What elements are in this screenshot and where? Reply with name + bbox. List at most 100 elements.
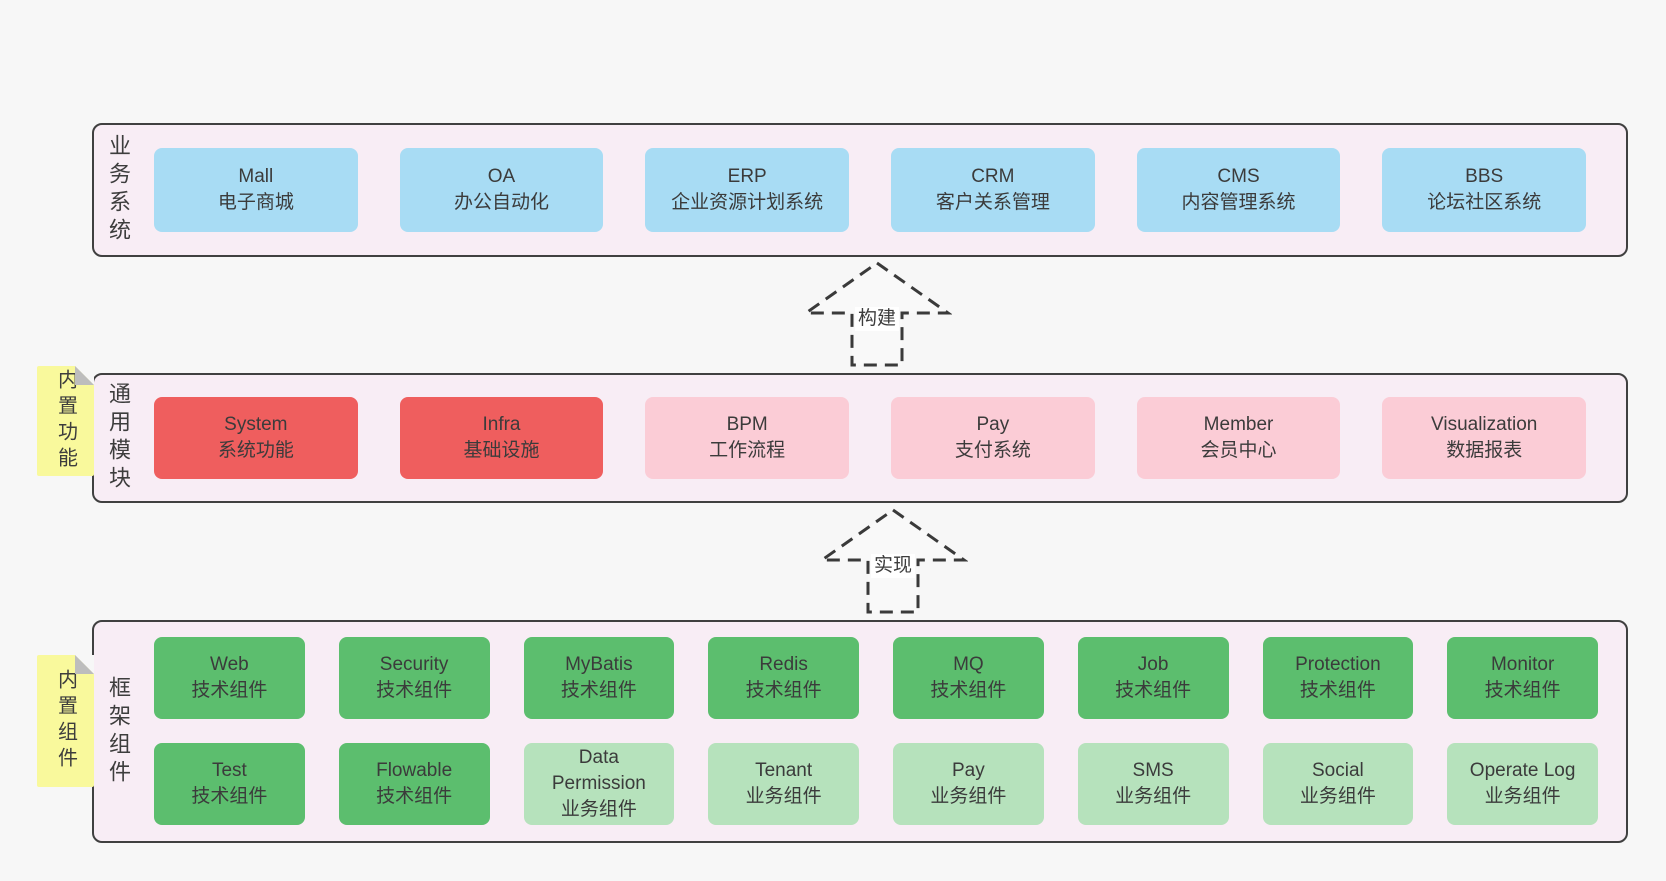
box-flowable: Flowable 技术组件 — [338, 743, 490, 825]
box-subtitle: 数据报表 — [1446, 440, 1523, 461]
box-subtitle: 系统功能 — [217, 440, 294, 461]
box-title: BBS — [1465, 166, 1504, 187]
box-mq: MQ 技术组件 — [893, 637, 1044, 719]
box-data-permission: Data Permission 业务组件 — [523, 743, 675, 825]
box-crm: CRM 客户关系管理 — [891, 148, 1095, 232]
sticky-note-builtin-features: 内置功能 — [37, 366, 94, 476]
sticky-note-label: 内置组件 — [54, 669, 77, 773]
box-subtitle: 技术组件 — [1484, 680, 1561, 701]
box-title: Social — [1312, 760, 1364, 781]
section-common-modules: 通用模块 System 系统功能 Infra 基础设施 BPM 工作流程 Pay… — [92, 373, 1628, 503]
box-mall: Mall 电子商城 — [154, 148, 358, 232]
box-test: Test 技术组件 — [154, 743, 305, 825]
box-pay: Pay 支付系统 — [891, 397, 1095, 479]
arrow-label: 构建 — [854, 307, 900, 331]
box-system: System 系统功能 — [154, 397, 358, 479]
box-subtitle: 业务组件 — [745, 786, 822, 807]
section-components-label: 框架组件 — [106, 675, 131, 788]
box-title: BPM — [726, 414, 768, 435]
box-social: Social 业务组件 — [1262, 743, 1414, 825]
box-erp: ERP 企业资源计划系统 — [645, 148, 850, 232]
box-title: Tenant — [755, 760, 813, 781]
box-title: Visualization — [1431, 414, 1538, 435]
box-title: Protection — [1295, 654, 1381, 675]
modules-box-row: System 系统功能 Infra 基础设施 BPM 工作流程 Pay 支付系统… — [154, 375, 1587, 501]
box-subtitle: 支付系统 — [954, 440, 1031, 461]
box-web: Web 技术组件 — [154, 637, 305, 719]
box-title: System — [224, 414, 288, 435]
box-title: Data Permission — [551, 747, 646, 794]
box-bbs: BBS 论坛社区系统 — [1382, 148, 1587, 232]
box-subtitle: 技术组件 — [1115, 680, 1192, 701]
box-subtitle: 技术组件 — [376, 680, 453, 701]
box-title: MQ — [953, 654, 984, 675]
box-subtitle: 论坛社区系统 — [1427, 192, 1542, 213]
box-subtitle: 会员中心 — [1200, 440, 1277, 461]
box-subtitle: 业务组件 — [930, 786, 1007, 807]
box-title: Security — [379, 654, 449, 675]
box-title: Pay — [976, 414, 1010, 435]
box-infra: Infra 基础设施 — [399, 397, 604, 479]
box-subtitle: 技术组件 — [191, 786, 268, 807]
box-title: ERP — [727, 166, 767, 187]
box-oa: OA 办公自动化 — [399, 148, 604, 232]
box-title: Monitor — [1490, 654, 1555, 675]
box-subtitle: 基础设施 — [463, 440, 540, 461]
box-subtitle: 客户关系管理 — [935, 192, 1050, 213]
section-business-systems: 业务系统 Mall 电子商城 OA 办公自动化 ERP 企业资源计划系统 CRM… — [92, 123, 1628, 257]
box-mybatis: MyBatis 技术组件 — [523, 637, 675, 719]
box-subtitle: 技术组件 — [1299, 680, 1376, 701]
box-subtitle: 内容管理系统 — [1181, 192, 1296, 213]
business-box-row: Mall 电子商城 OA 办公自动化 ERP 企业资源计划系统 CRM 客户关系… — [154, 125, 1587, 255]
implement-arrow: 实现 — [818, 508, 968, 614]
box-subtitle: 技术组件 — [745, 680, 822, 701]
box-member: Member 会员中心 — [1136, 397, 1341, 479]
box-subtitle: 技术组件 — [560, 680, 637, 701]
box-visualization: Visualization 数据报表 — [1382, 397, 1587, 479]
box-subtitle: 技术组件 — [376, 786, 453, 807]
arrow-label: 实现 — [870, 554, 916, 578]
box-cms: CMS 内容管理系统 — [1136, 148, 1341, 232]
components-row-1: Web 技术组件 Security 技术组件 MyBatis 技术组件 Redi… — [154, 637, 1598, 719]
box-subtitle: 企业资源计划系统 — [671, 192, 824, 213]
box-subtitle: 电子商城 — [217, 192, 294, 213]
box-title: Redis — [759, 654, 808, 675]
box-sms: SMS 业务组件 — [1077, 743, 1229, 825]
box-operate-log: Operate Log 业务组件 — [1447, 743, 1598, 825]
box-tenant: Tenant 业务组件 — [708, 743, 859, 825]
box-subtitle: 业务组件 — [560, 799, 637, 820]
build-arrow: 构建 — [802, 261, 952, 367]
box-title: Mall — [238, 166, 274, 187]
box-subtitle: 工作流程 — [709, 440, 786, 461]
box-title: Flowable — [376, 760, 453, 781]
box-subtitle: 办公自动化 — [454, 192, 550, 213]
sticky-note-label: 内置功能 — [54, 369, 77, 473]
box-title: Infra — [482, 414, 521, 435]
box-security: Security 技术组件 — [338, 637, 490, 719]
section-framework-components: 框架组件 Web 技术组件 Security 技术组件 MyBatis 技术组件… — [92, 620, 1628, 843]
box-redis: Redis 技术组件 — [708, 637, 859, 719]
box-title: Job — [1137, 654, 1169, 675]
box-title: CRM — [971, 166, 1015, 187]
box-monitor: Monitor 技术组件 — [1447, 637, 1598, 719]
box-protection: Protection 技术组件 — [1262, 637, 1414, 719]
section-business-label: 业务系统 — [106, 134, 131, 246]
box-title: CMS — [1217, 166, 1260, 187]
box-subtitle: 业务组件 — [1299, 786, 1376, 807]
box-title: MyBatis — [565, 654, 633, 675]
box-title: Test — [211, 760, 247, 781]
box-subtitle: 技术组件 — [930, 680, 1007, 701]
box-job: Job 技术组件 — [1077, 637, 1229, 719]
box-title: OA — [487, 166, 516, 187]
box-title: Pay — [952, 760, 985, 781]
box-pay-business: Pay 业务组件 — [893, 743, 1044, 825]
components-row-2: Test 技术组件 Flowable 技术组件 Data Permission … — [154, 743, 1598, 825]
section-modules-label: 通用模块 — [106, 382, 131, 494]
box-bpm: BPM 工作流程 — [645, 397, 850, 479]
box-title: SMS — [1132, 760, 1174, 781]
box-subtitle: 业务组件 — [1484, 786, 1561, 807]
box-title: Web — [210, 654, 249, 675]
box-subtitle: 业务组件 — [1115, 786, 1192, 807]
components-grid: Web 技术组件 Security 技术组件 MyBatis 技术组件 Redi… — [154, 637, 1598, 825]
sticky-note-builtin-components: 内置组件 — [37, 655, 94, 787]
